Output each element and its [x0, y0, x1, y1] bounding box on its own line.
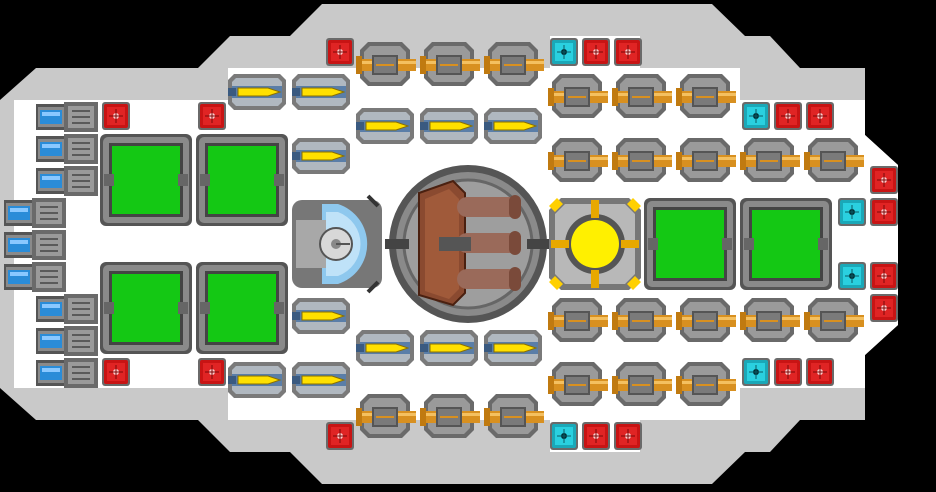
missile-launcher-icon-1[interactable]: [227, 73, 287, 111]
armor-block-red-14[interactable]: [101, 357, 131, 387]
laser-cannon-icon-3[interactable]: [483, 41, 545, 87]
armor-block-red-17[interactable]: [581, 421, 611, 451]
armor-block-cyan-2[interactable]: [741, 101, 771, 131]
missile-launcher-icon-4[interactable]: [355, 107, 415, 145]
thruster-icon-7[interactable]: [35, 293, 99, 325]
missile-launcher-icon-5[interactable]: [419, 107, 479, 145]
armor-block-red-3[interactable]: [613, 37, 643, 67]
armor-block-red-1[interactable]: [325, 37, 355, 67]
thruster-icon-4[interactable]: [3, 197, 67, 229]
generator-icon-1[interactable]: [100, 134, 192, 226]
thruster-icon-9[interactable]: [35, 357, 99, 389]
laser-cannon-icon-20[interactable]: [355, 393, 417, 439]
laser-cannon-icon-15[interactable]: [739, 297, 801, 343]
missile-launcher-icon-7[interactable]: [291, 297, 351, 335]
armor-block-red-6[interactable]: [773, 101, 803, 131]
armor-block-red-11[interactable]: [869, 293, 899, 323]
laser-cannon-icon-10[interactable]: [739, 137, 801, 183]
missile-launcher-icon-9[interactable]: [419, 329, 479, 367]
laser-cannon-icon-8[interactable]: [611, 137, 673, 183]
laser-cannon-icon-22[interactable]: [483, 393, 545, 439]
armor-block-red-18[interactable]: [613, 421, 643, 451]
generator-icon-5[interactable]: [644, 198, 736, 290]
laser-cannon-icon-4[interactable]: [547, 73, 609, 119]
laser-cannon-icon-2[interactable]: [419, 41, 481, 87]
main-turret-icon[interactable]: [385, 165, 551, 323]
laser-cannon-icon-18[interactable]: [611, 361, 673, 407]
thruster-icon-5[interactable]: [3, 229, 67, 261]
laser-cannon-icon-6[interactable]: [675, 73, 737, 119]
laser-cannon-icon-9[interactable]: [675, 137, 737, 183]
missile-launcher-icon-10[interactable]: [483, 329, 543, 367]
generator-icon-4[interactable]: [196, 262, 288, 354]
armor-block-red-10[interactable]: [869, 261, 899, 291]
shield-emitter-icon[interactable]: [292, 194, 382, 294]
armor-block-red-15[interactable]: [197, 357, 227, 387]
missile-launcher-icon-2[interactable]: [291, 73, 351, 111]
laser-cannon-icon-21[interactable]: [419, 393, 481, 439]
thruster-icon-1[interactable]: [35, 101, 99, 133]
missile-launcher-icon-12[interactable]: [291, 361, 351, 399]
laser-cannon-icon-1[interactable]: [355, 41, 417, 87]
reactor-core-icon[interactable]: [549, 198, 641, 290]
missile-launcher-icon-8[interactable]: [355, 329, 415, 367]
armor-block-red-12[interactable]: [773, 357, 803, 387]
missile-launcher-icon-6[interactable]: [483, 107, 543, 145]
thruster-icon-3[interactable]: [35, 165, 99, 197]
thruster-icon-8[interactable]: [35, 325, 99, 357]
armor-block-red-5[interactable]: [197, 101, 227, 131]
armor-block-cyan-4[interactable]: [837, 261, 867, 291]
armor-block-red-8[interactable]: [869, 165, 899, 195]
thruster-icon-2[interactable]: [35, 133, 99, 165]
armor-block-red-4[interactable]: [101, 101, 131, 131]
thruster-icon-6[interactable]: [3, 261, 67, 293]
armor-block-red-13[interactable]: [805, 357, 835, 387]
laser-cannon-icon-14[interactable]: [675, 297, 737, 343]
missile-launcher-icon-11[interactable]: [227, 361, 287, 399]
armor-block-red-2[interactable]: [581, 37, 611, 67]
generator-icon-3[interactable]: [100, 262, 192, 354]
laser-cannon-icon-12[interactable]: [547, 297, 609, 343]
armor-block-red-7[interactable]: [805, 101, 835, 131]
armor-block-cyan-3[interactable]: [837, 197, 867, 227]
armor-block-cyan-6[interactable]: [549, 421, 579, 451]
laser-cannon-icon-5[interactable]: [611, 73, 673, 119]
laser-cannon-icon-13[interactable]: [611, 297, 673, 343]
laser-cannon-icon-7[interactable]: [547, 137, 609, 183]
laser-cannon-icon-19[interactable]: [675, 361, 737, 407]
laser-cannon-icon-16[interactable]: [803, 297, 865, 343]
armor-block-red-9[interactable]: [869, 197, 899, 227]
armor-block-cyan-5[interactable]: [741, 357, 771, 387]
generator-icon-6[interactable]: [740, 198, 832, 290]
generator-icon-2[interactable]: [196, 134, 288, 226]
laser-cannon-icon-17[interactable]: [547, 361, 609, 407]
armor-block-cyan-1[interactable]: [549, 37, 579, 67]
armor-block-red-16[interactable]: [325, 421, 355, 451]
missile-launcher-icon-3[interactable]: [291, 137, 351, 175]
laser-cannon-icon-11[interactable]: [803, 137, 865, 183]
